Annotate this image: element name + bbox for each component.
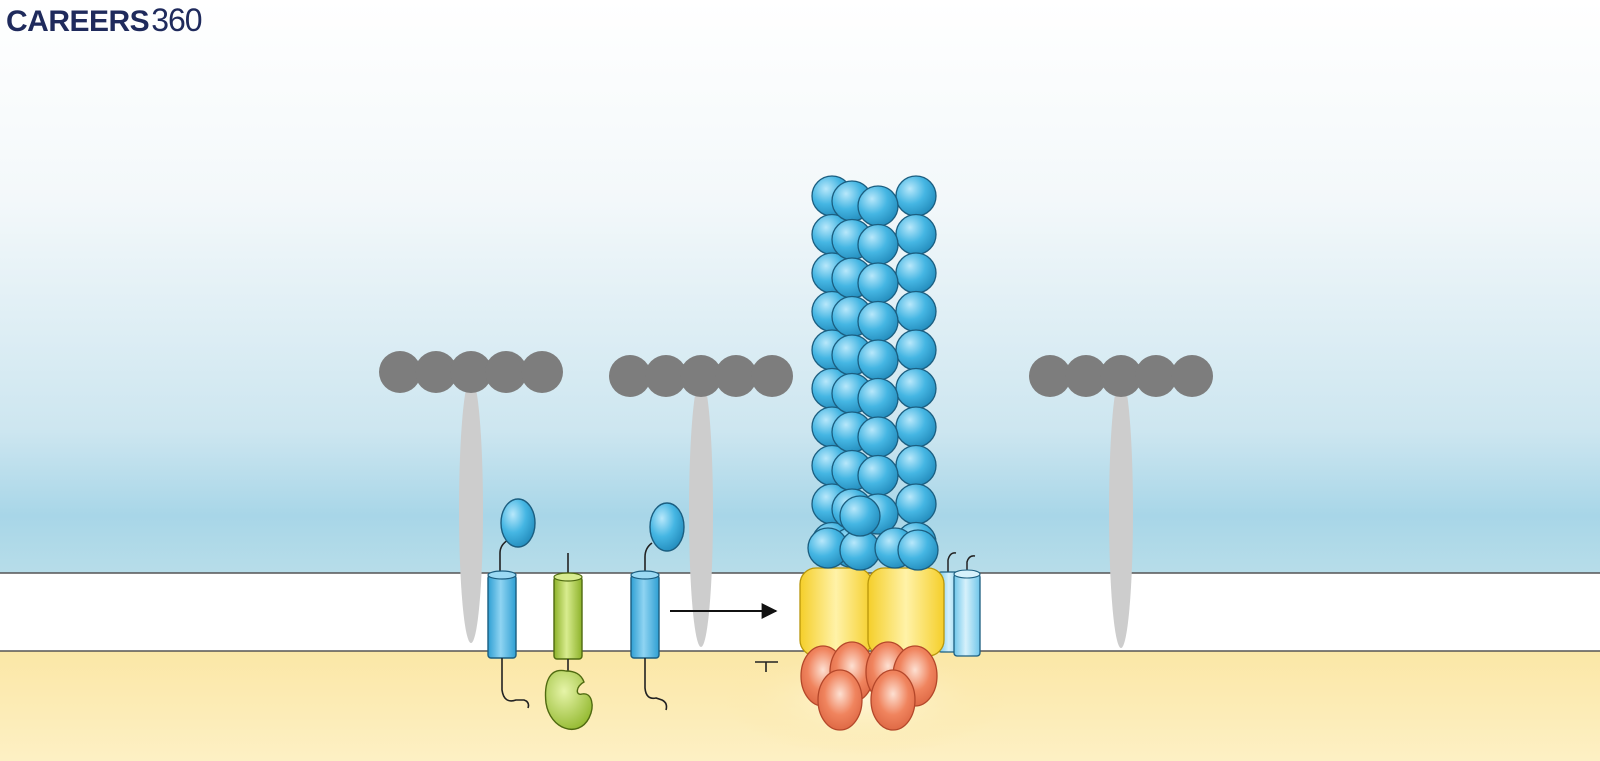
complex-subunit-ball [857,223,899,266]
receptor-complex-icon [755,175,981,731]
logo-number-text: 360 [151,2,202,38]
complex-subunit-ball [895,406,937,448]
complex-subunit-ball [857,300,899,343]
integrin-like-receptor-icon [487,498,536,709]
complex-subunit-ball [857,416,899,458]
complex-subunit-ball [857,185,899,227]
logo-brand-text: CAREERS [6,5,150,38]
complex-subunit-ball [895,444,937,487]
complex-subunit-ball [839,495,881,537]
complex-subunit-ball [895,213,937,256]
complex-subunit-ball [895,367,937,410]
orange-subunit [870,669,916,731]
gray-stalk [1109,376,1133,648]
gray-stalk [689,377,713,647]
complex-subunit-ball [895,252,937,294]
kinase-icon [544,553,593,730]
complex-subunit-ball [857,377,899,420]
extracellular-space [0,0,1600,573]
careers360-logo: CAREERS 360 [6,2,203,42]
complex-subunit-ball [857,262,899,304]
complex-subunit-ball [897,529,939,571]
integrin-like-receptor-icon [630,502,685,711]
complex-subunit-ball [895,175,937,217]
gray-stalk-protein-2 [609,355,793,647]
gray-stalk-protein-1 [379,351,563,643]
complex-subunit-ball [857,454,899,497]
complex-subunit-ball [895,329,937,371]
complex-subunit-ball [857,339,899,381]
gray-stalk-protein-3 [1029,355,1213,648]
orange-cytoplasmic-subunits [800,641,938,731]
complex-subunit-ball [895,290,937,333]
complex-subunit-ball [895,483,937,525]
orange-subunit [817,669,863,731]
gray-stalk [459,377,483,643]
yellow-transmembrane-subunits [799,567,945,657]
